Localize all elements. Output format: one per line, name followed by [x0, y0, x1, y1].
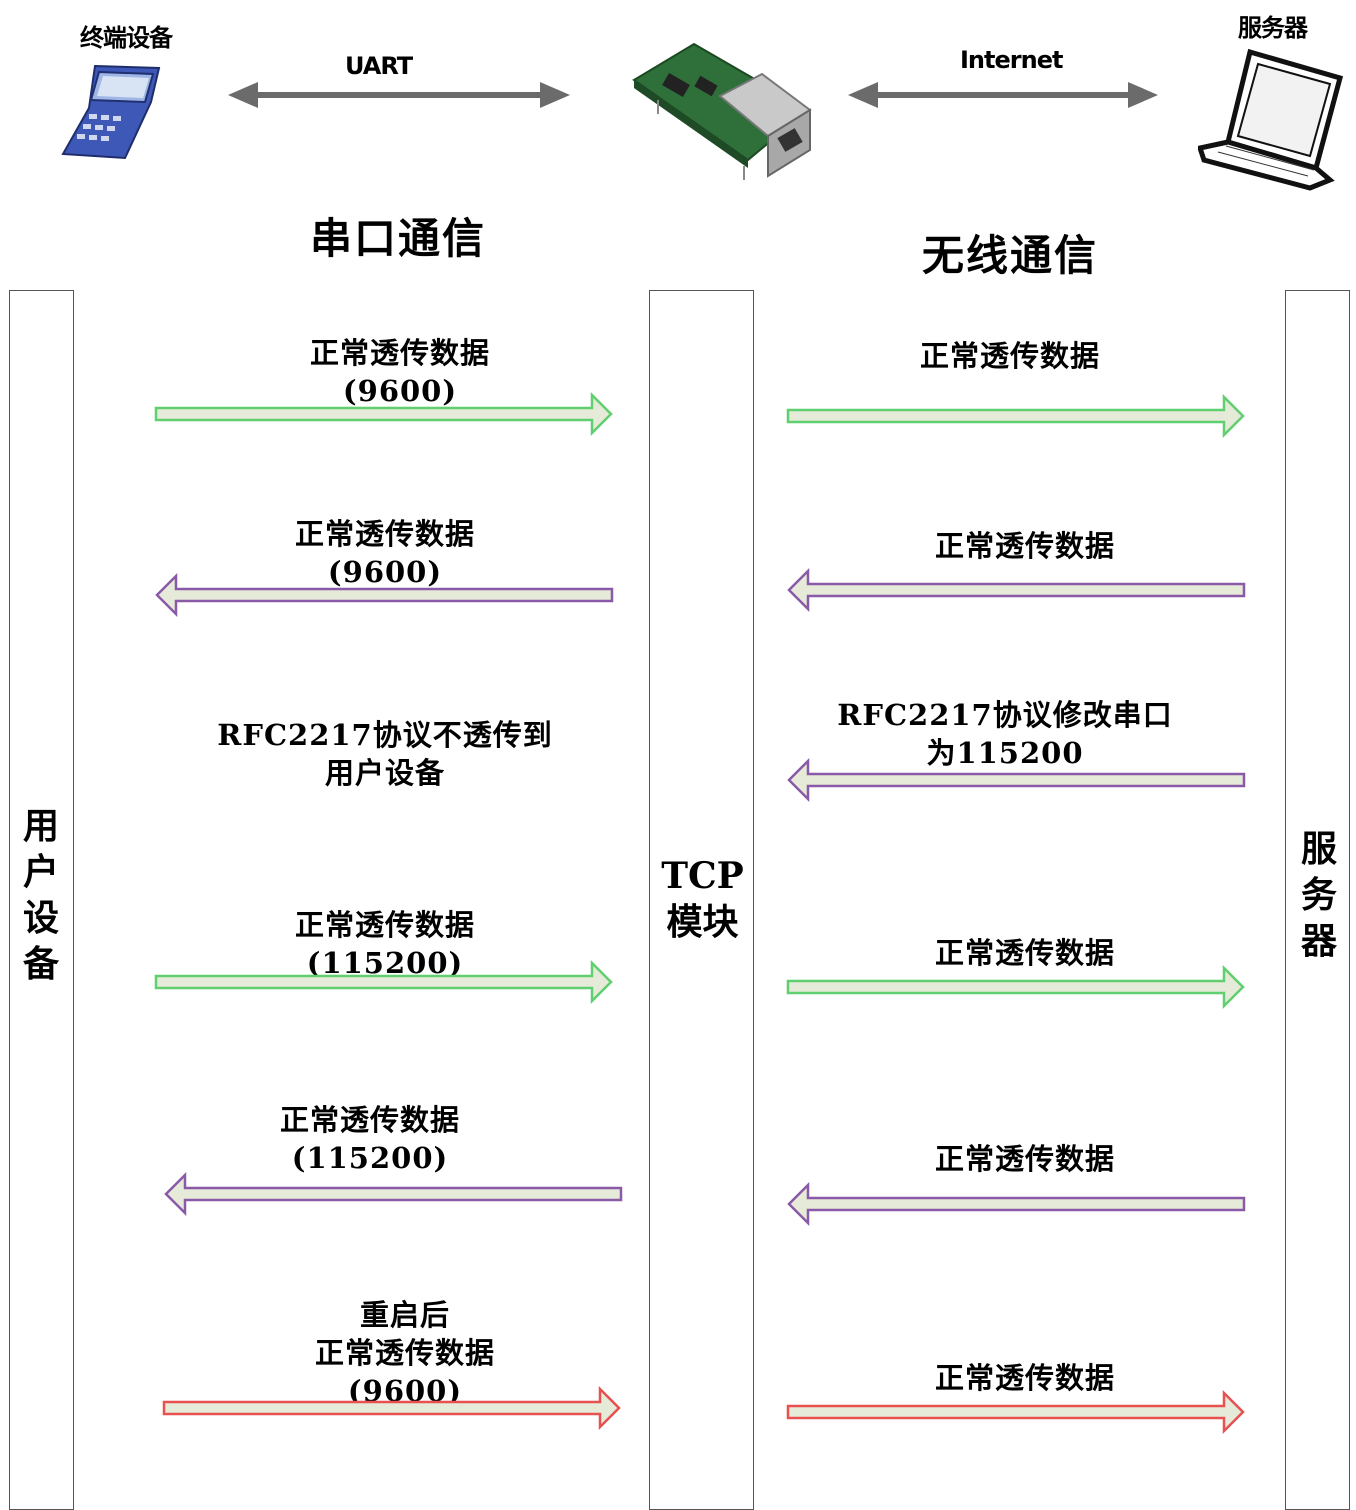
- right-message-label: 正常透传数据: [934, 936, 1115, 970]
- serial-ethernet-module-icon: [632, 42, 812, 180]
- right-arrow-right: [786, 964, 1245, 1010]
- arrow-shape: [154, 391, 613, 437]
- internet-label: Internet: [960, 46, 1063, 74]
- right-message-label: RFC2217协议修改串口 为115200: [837, 698, 1173, 770]
- terminal-device-label: 终端设备: [80, 24, 173, 52]
- arrow-shape: [787, 757, 1246, 803]
- left-arrow-left: [155, 572, 614, 618]
- left-arrow-right: [154, 391, 613, 437]
- left-message-label: RFC2217协议不透传到 用户设备: [217, 718, 553, 790]
- left-arrow-right: [154, 959, 613, 1005]
- left-arrow-left: [164, 1171, 623, 1217]
- arrow-shape: [786, 393, 1245, 439]
- user-device-column: 用户设备: [9, 290, 74, 1510]
- internet-double-arrow: [848, 82, 1158, 108]
- left-arrow-right: [162, 1385, 621, 1431]
- left-message-label: 重启后 正常透传数据 (9600): [314, 1298, 495, 1408]
- arrow-shape: [155, 572, 614, 618]
- server-column: 服务器: [1285, 290, 1350, 1510]
- right-message-label: 正常透传数据: [919, 339, 1100, 373]
- right-arrow-left: [787, 757, 1246, 803]
- handheld-terminal-icon: [61, 64, 161, 160]
- user-device-label: 用户设备: [22, 805, 59, 985]
- right-arrow-right: [786, 1389, 1245, 1435]
- uart-label: UART: [345, 52, 413, 80]
- left-message-label: 正常透传数据 (9600): [309, 336, 490, 408]
- left-message-label: 正常透传数据 (115200): [294, 908, 475, 980]
- arrow-shape: [164, 1171, 623, 1217]
- left-message-label: 正常透传数据 (115200): [279, 1103, 460, 1175]
- right-arrow-left: [787, 567, 1246, 613]
- arrow-shape: [162, 1385, 621, 1431]
- server-column-label: 服务器: [1300, 828, 1337, 962]
- arrow-shape: [786, 964, 1245, 1010]
- right-message-label: 正常透传数据: [934, 1142, 1115, 1176]
- right-message-label: 正常透传数据: [934, 1361, 1115, 1395]
- right-arrow-right: [786, 393, 1245, 439]
- serial-communication-title: 串口通信: [310, 214, 487, 263]
- arrow-shape: [787, 1181, 1246, 1227]
- arrow-shape: [154, 959, 613, 1005]
- server-label: 服务器: [1238, 14, 1308, 42]
- arrow-shape: [786, 1389, 1245, 1435]
- right-message-label: 正常透传数据: [934, 529, 1115, 563]
- wireless-communication-title: 无线通信: [922, 231, 1099, 280]
- uart-double-arrow: [228, 82, 570, 108]
- laptop-icon: [1198, 48, 1344, 191]
- arrow-shape: [787, 567, 1246, 613]
- left-message-label: 正常透传数据 (9600): [294, 517, 475, 589]
- right-arrow-left: [787, 1181, 1246, 1227]
